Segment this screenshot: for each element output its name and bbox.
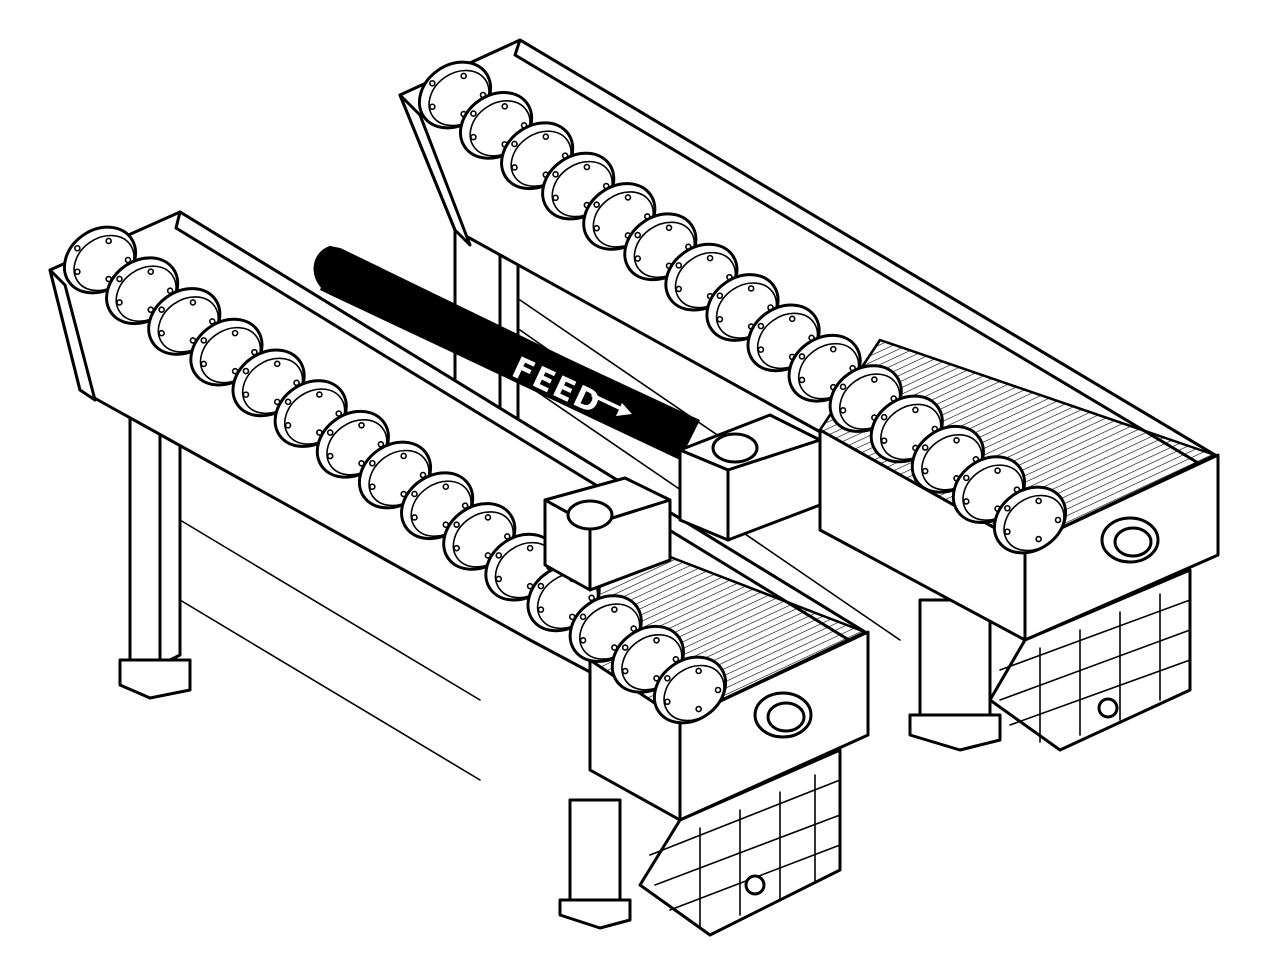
feed-pipe-tube	[320, 250, 700, 460]
left-classifier	[48, 210, 870, 937]
right-feed-box	[678, 413, 822, 542]
right-tank-cage	[988, 568, 1192, 752]
left-tank-cage	[638, 748, 842, 937]
spiral-flight	[992, 485, 1068, 555]
left-support-frame	[118, 398, 632, 930]
left-feed-box	[543, 476, 672, 592]
feed-arrow-icon	[591, 393, 632, 416]
right-classifier	[398, 38, 1220, 752]
right-spiral-flights	[417, 60, 1068, 555]
left-end-box	[588, 630, 870, 822]
spiral-flight	[652, 655, 728, 725]
